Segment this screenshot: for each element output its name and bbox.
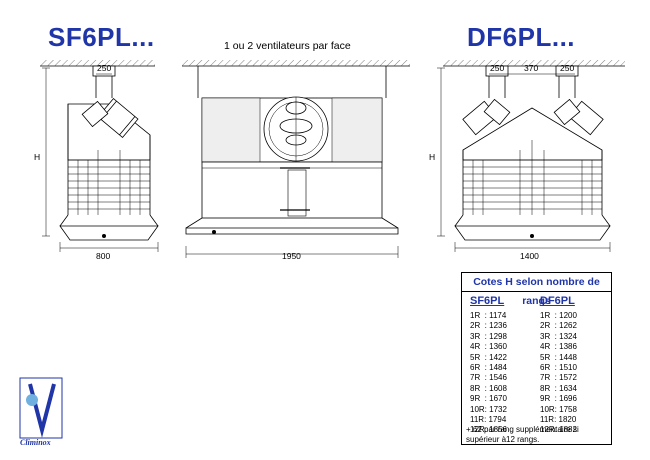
table-row: 10R: 1732 xyxy=(470,404,507,414)
sf6pl-column: SF6PL 1R : 1174 2R : 1236 3R : 1298 4R :… xyxy=(470,295,507,436)
dim-right-top-b: 370 xyxy=(524,63,539,73)
dim-left-height: H xyxy=(34,152,41,162)
dim-middle-width: 1950 xyxy=(282,251,301,261)
df6pl-view xyxy=(437,60,625,252)
table-row: 9R : 1670 xyxy=(470,394,507,404)
table-row: 4R : 1360 xyxy=(470,342,507,352)
table-row: 6R : 1510 xyxy=(540,363,577,373)
table-row: 11R: 1794 xyxy=(470,415,507,425)
table-row: 10R: 1758 xyxy=(540,404,577,414)
dim-right-height: H xyxy=(429,152,436,162)
table-row: 8R : 1634 xyxy=(540,383,577,393)
sf6pl-column-header: SF6PL xyxy=(470,295,505,307)
table-row: 6R : 1484 xyxy=(470,363,507,373)
table-row: 8R : 1608 xyxy=(470,383,507,393)
climinox-logo: Climinox xyxy=(20,376,64,450)
table-row: 12R: 1882 xyxy=(540,425,577,435)
sf6pl-view xyxy=(40,60,159,252)
table-row: 1R : 1200 xyxy=(540,311,577,320)
climinox-logo-icon xyxy=(19,377,63,439)
df6pl-title: DF6PL... xyxy=(467,22,576,52)
table-row: 2R : 1236 xyxy=(470,321,507,331)
dim-left-width: 800 xyxy=(96,251,111,261)
table-note: + 62 par rang supplémentaire si supérieu… xyxy=(466,425,579,444)
drawing-subtitle: 1 ou 2 ventilateurs par face xyxy=(224,40,351,52)
table-row: 11R: 1820 xyxy=(540,415,577,425)
table-row: 7R : 1546 xyxy=(470,373,507,383)
table-row: 3R : 1298 xyxy=(470,331,507,341)
table-row: 5R : 1448 xyxy=(540,352,577,362)
table-row: 1R : 1174 xyxy=(470,311,507,320)
front-view xyxy=(182,60,410,258)
dim-right-top-c: 250 xyxy=(560,63,575,73)
dim-right-width: 1400 xyxy=(520,251,539,261)
df6pl-column: DF6PL 1R : 1200 2R : 1262 3R : 1324 4R :… xyxy=(540,295,577,436)
dim-right-top-a: 250 xyxy=(490,63,505,73)
table-row: 4R : 1386 xyxy=(540,342,577,352)
table-row: 3R : 1324 xyxy=(540,331,577,341)
sf6pl-title: SF6PL... xyxy=(48,22,155,52)
table-row: 5R : 1422 xyxy=(470,352,507,362)
height-table: Cotes H selon nombre de rangs SF6PL 1R :… xyxy=(461,272,612,445)
table-title: Cotes H selon nombre de rangs xyxy=(462,273,611,307)
table-row: 9R : 1696 xyxy=(540,394,577,404)
df6pl-column-header: DF6PL xyxy=(540,295,575,307)
table-row: 2R : 1262 xyxy=(540,321,577,331)
table-row: 7R : 1572 xyxy=(540,373,577,383)
table-row: 12R: 1856 xyxy=(470,425,507,435)
dim-left-top: 250 xyxy=(97,63,112,73)
logo-text: Climinox xyxy=(20,438,51,447)
